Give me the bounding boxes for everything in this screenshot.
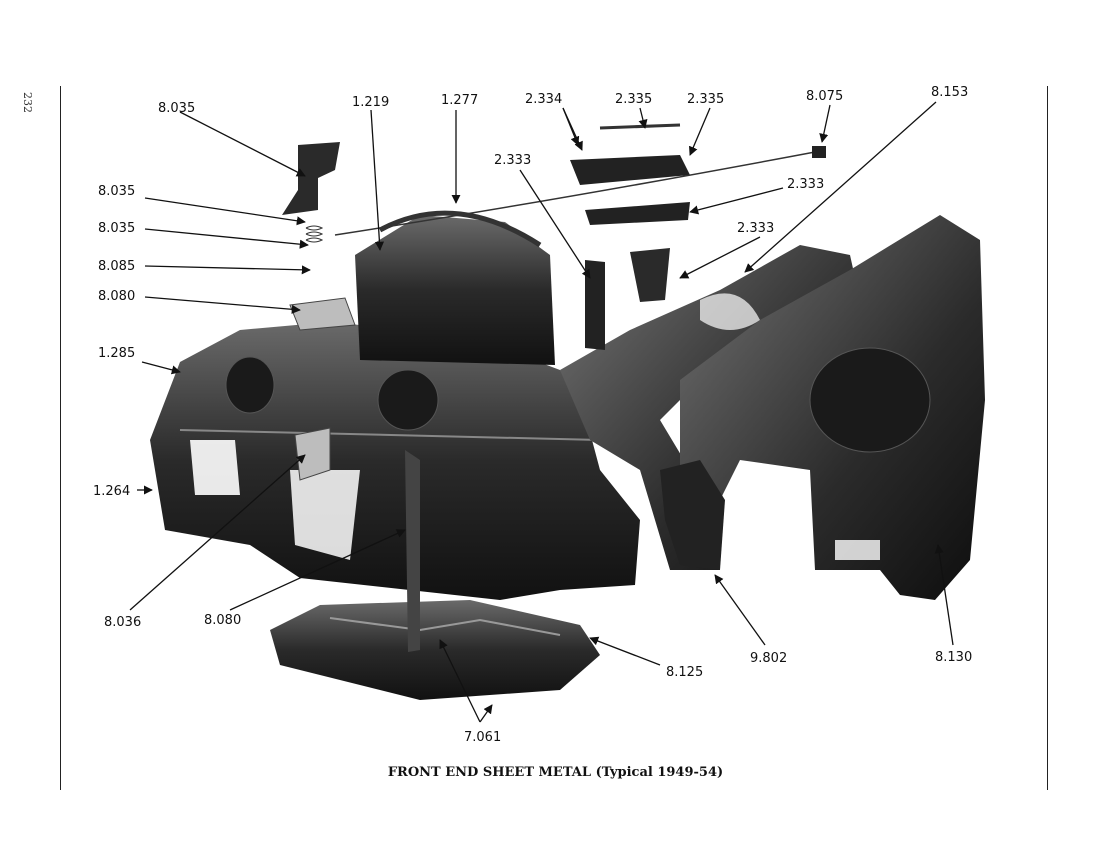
lower-apron	[270, 600, 600, 700]
callout-1-277: 1.277	[441, 93, 478, 108]
callout-1-264: 1.264	[93, 484, 130, 499]
hood-prop-rod	[294, 427, 420, 652]
callout-8-153: 8.153	[931, 85, 968, 100]
callout-8-085: 8.085	[98, 259, 135, 274]
radiator-support	[150, 322, 640, 600]
caption-subtitle: (Typical 1949-54)	[595, 765, 724, 780]
right-fender	[680, 215, 985, 600]
callout-2-333-a: 2.333	[494, 153, 531, 168]
fender-skirt	[660, 460, 725, 570]
right-margin-rule	[1047, 86, 1048, 790]
callout-2-333-c: 2.333	[737, 221, 774, 236]
callout-2-333-b: 2.333	[787, 177, 824, 192]
callout-8-130: 8.130	[935, 650, 972, 665]
figure-caption: FRONT END SHEET METAL (Typical 1949-54)	[0, 765, 1111, 780]
leader-lines	[129, 101, 954, 723]
callout-labels: 8.035 1.219 1.277 2.334 2.335 2.335 8.07…	[93, 85, 972, 745]
callout-9-802: 9.802	[750, 651, 787, 666]
left-margin-rule	[60, 86, 61, 790]
callout-1-285: 1.285	[98, 346, 135, 361]
caption-title: FRONT END SHEET METAL	[387, 765, 592, 780]
callout-8-080-a: 8.080	[98, 289, 135, 304]
callout-2-334: 2.334	[525, 92, 562, 107]
callout-1-219: 1.219	[352, 95, 389, 110]
hood-hinge-bracket	[282, 142, 356, 331]
callout-8-080-b: 8.080	[204, 613, 241, 628]
radiator-baffle	[355, 210, 555, 365]
callout-8-075: 8.075	[806, 89, 843, 104]
callout-7-061: 7.061	[464, 730, 501, 745]
callout-2-335-a: 2.335	[615, 92, 652, 107]
hood-latch-assembly	[334, 123, 826, 350]
callout-8-035-b: 8.035	[98, 184, 135, 199]
callout-8-035-c: 8.035	[98, 221, 135, 236]
callout-8-036: 8.036	[104, 615, 141, 630]
callout-8-035-a: 8.035	[158, 101, 195, 116]
callout-2-335-b: 2.335	[687, 92, 724, 107]
callout-8-125: 8.125	[666, 665, 703, 680]
